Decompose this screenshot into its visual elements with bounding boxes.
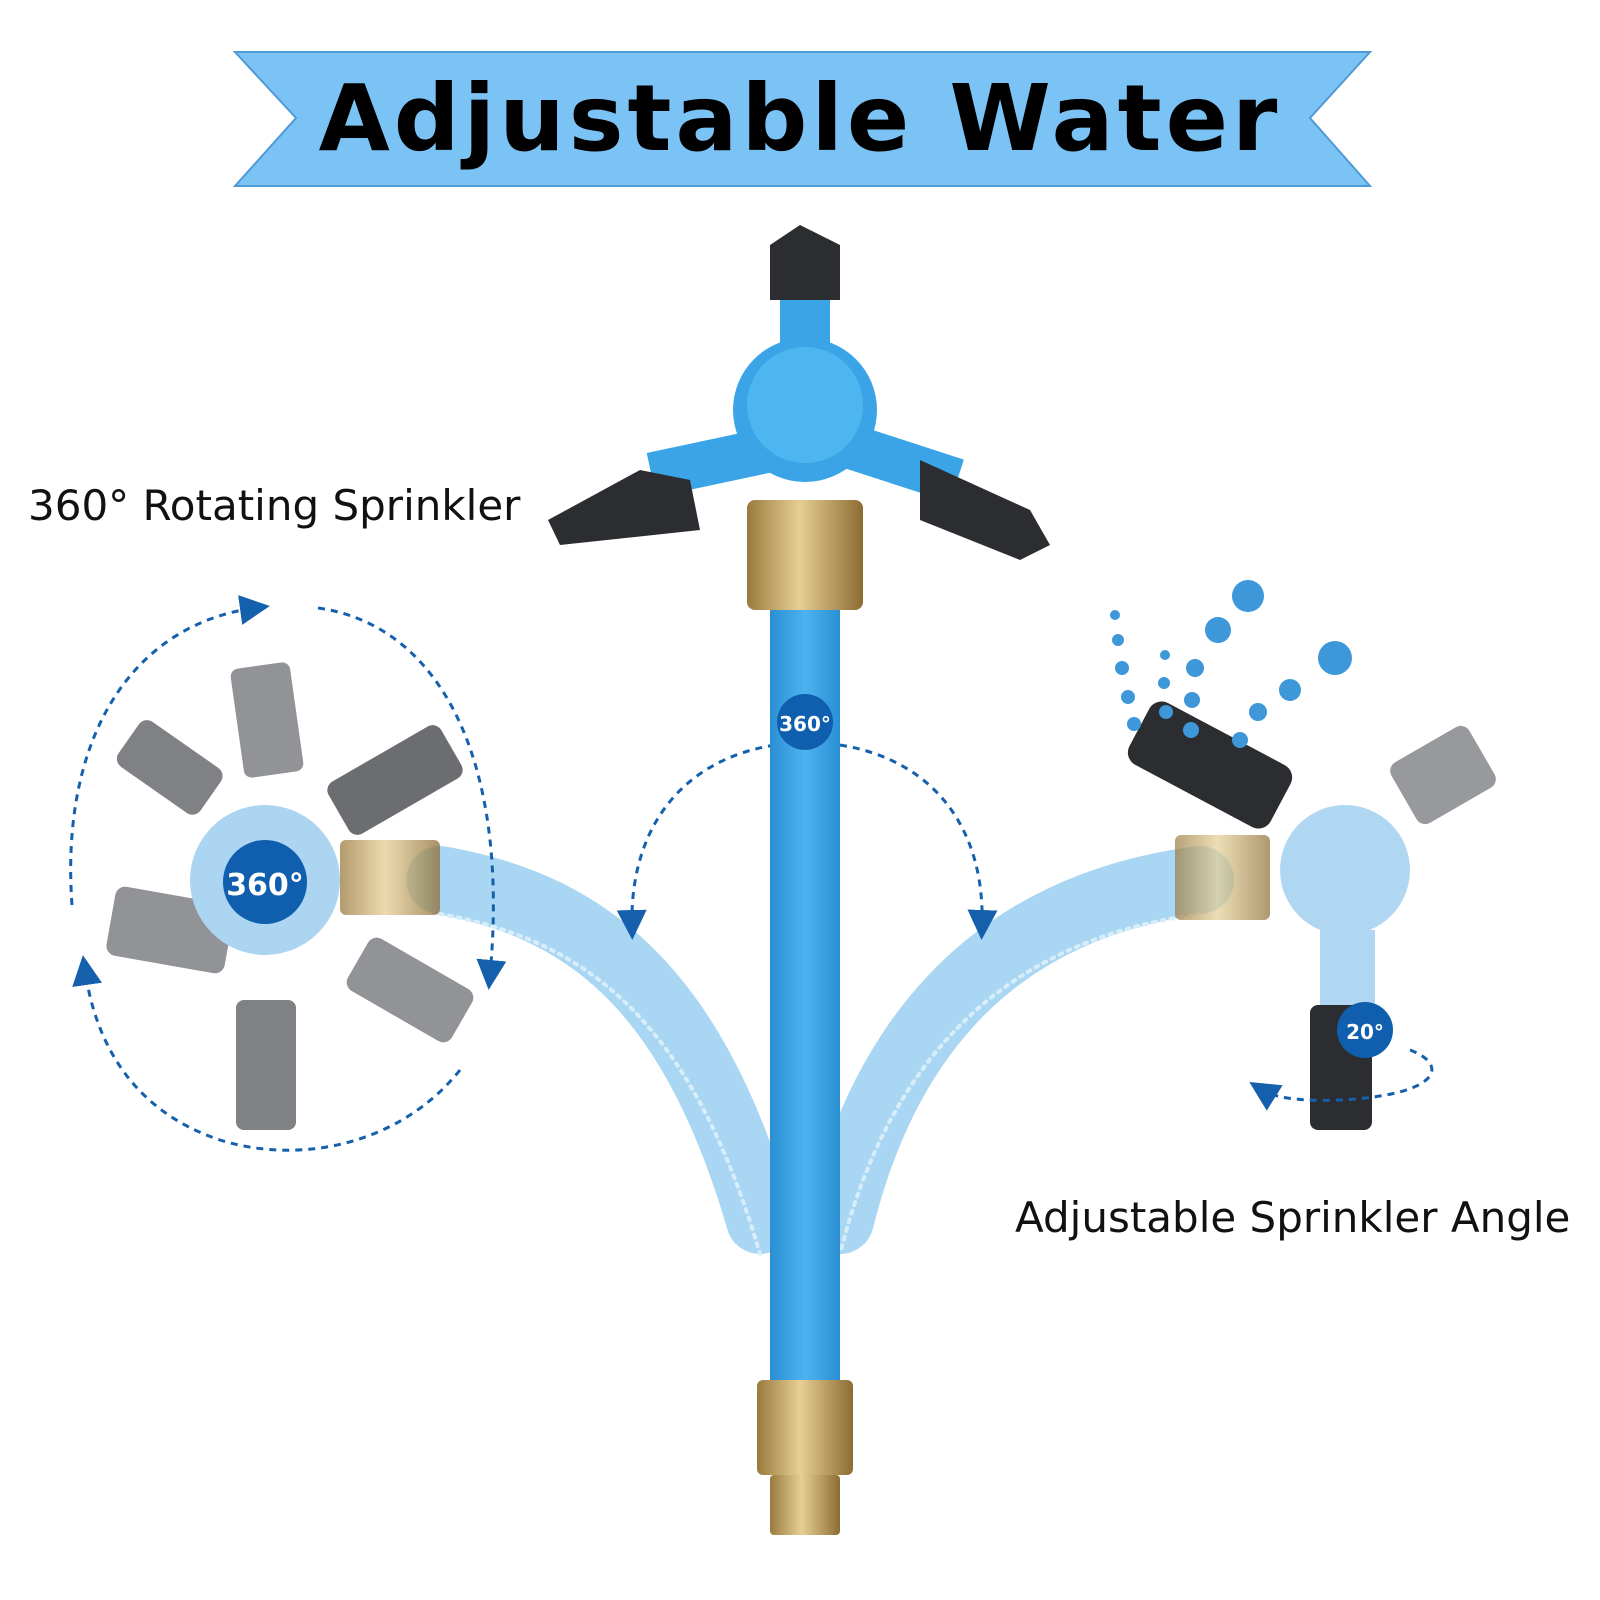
right-hose xyxy=(806,846,1234,1254)
right-angle-arrow xyxy=(1249,1048,1434,1111)
main-sprinkler xyxy=(548,225,1050,1535)
bottom-brass-fitting xyxy=(757,1380,853,1475)
top-brass-fitting xyxy=(747,500,863,610)
right-nozzle xyxy=(920,460,1050,560)
svg-text:20°: 20° xyxy=(1346,1020,1384,1044)
center-arrow-left xyxy=(616,743,776,940)
banner: Adjustable Water xyxy=(232,51,1373,187)
left-hose xyxy=(406,846,794,1254)
left-360-badge: 360° xyxy=(223,840,307,924)
left-arrow-right xyxy=(317,606,507,990)
left-arrow-top xyxy=(69,595,270,906)
top-nozzle xyxy=(770,225,840,300)
left-nozzle xyxy=(548,470,700,545)
right-nozzle-top xyxy=(1127,701,1293,829)
faded-hoses xyxy=(406,846,1234,1256)
center-arrow-right xyxy=(839,743,998,940)
left-arrow-bottom xyxy=(72,955,462,1152)
right-caption: Adjustable Sprinkler Angle xyxy=(1015,1193,1570,1242)
banner-ribbon xyxy=(232,51,1373,187)
right-20-badge: 20° xyxy=(1337,1002,1393,1058)
svg-text:360°: 360° xyxy=(779,712,831,736)
left-caption: 360° Rotating Sprinkler xyxy=(28,481,521,530)
rotation-arrows xyxy=(69,595,1434,1152)
center-360-badge: 360° xyxy=(777,694,833,750)
svg-text:360°: 360° xyxy=(226,868,304,903)
left-rotating-sprinkler xyxy=(106,662,474,1130)
water-drops xyxy=(1110,580,1352,748)
banner-title: Adjustable Water xyxy=(319,65,1282,172)
right-angle-sprinkler xyxy=(1127,701,1496,1130)
